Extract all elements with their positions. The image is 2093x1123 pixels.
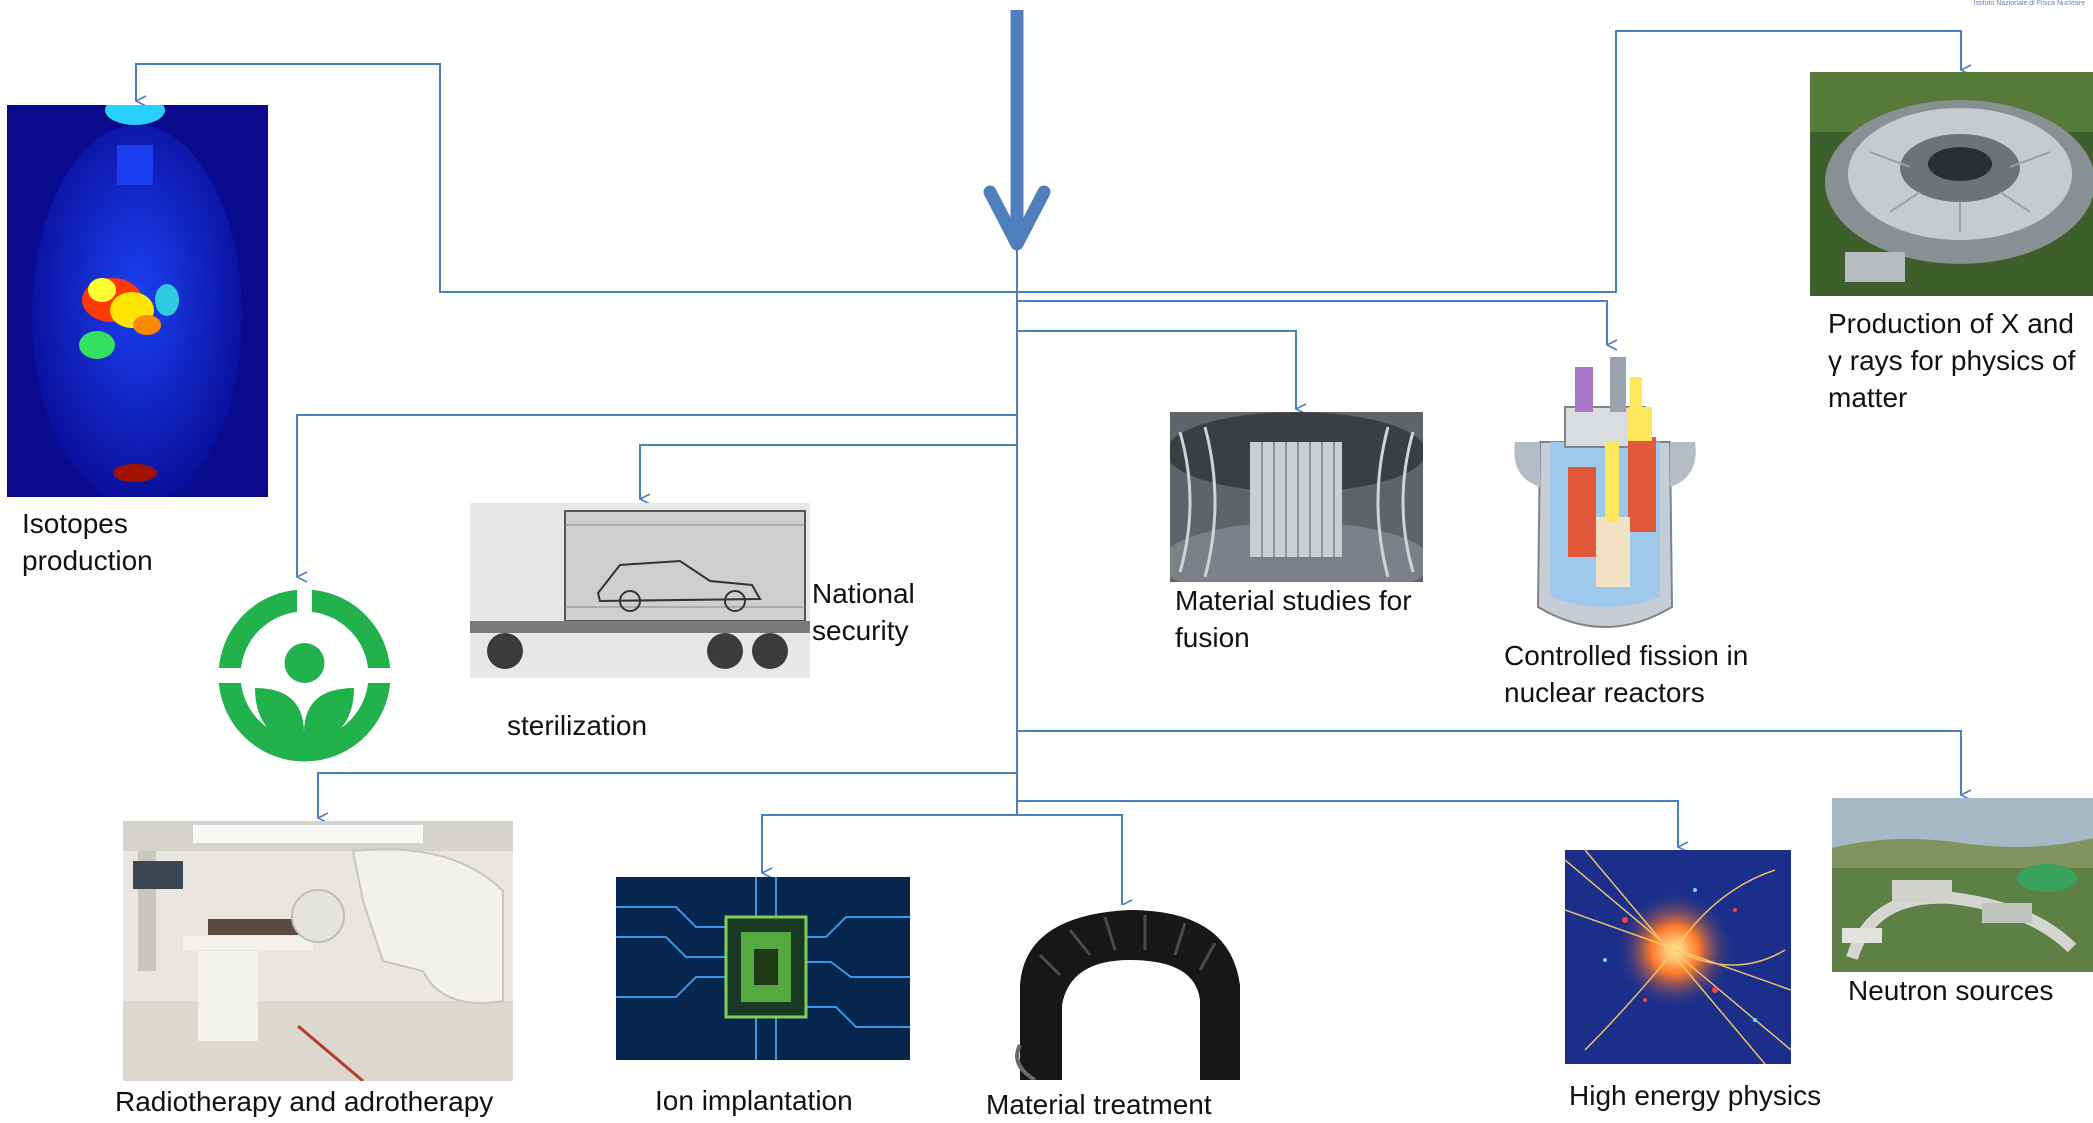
label-high-energy-physics: High energy physics <box>1569 1080 1822 1111</box>
connector-material <box>1017 814 1122 905</box>
tokamak-interior-photo <box>1170 412 1423 582</box>
institute-logo-text: Istituto Nazionale di Fisica Nucleare <box>1973 0 2085 7</box>
connector-isotopes <box>135 63 1017 293</box>
label-ion-implantation: Ion implantation <box>655 1085 853 1116</box>
label-neutron-sources: Neutron sources <box>1848 975 2054 1006</box>
cargo-xray-scan-photo <box>470 503 810 678</box>
label-xrays: Production of X and γ rays for physics o… <box>1828 308 2076 413</box>
connector-fusion <box>1017 330 1296 409</box>
connector-ion <box>761 814 1017 873</box>
connector-neutron <box>1017 730 1961 795</box>
label-fusion: Material studies for fusion <box>1175 585 1412 653</box>
particle-collision-image <box>1565 850 1791 1064</box>
synchrotron-aerial-photo <box>1810 72 2093 296</box>
radiotherapy-room-photo <box>123 821 513 1081</box>
branch-lines <box>135 30 1961 905</box>
connector-hep <box>1017 800 1678 847</box>
tyre-photo <box>1000 905 1245 1080</box>
neutron-facility-aerial-photo <box>1832 798 2093 972</box>
connector-radiotherapy <box>317 772 1017 818</box>
connector-xrays <box>1017 30 1961 293</box>
radura-icon <box>217 588 392 763</box>
connector-fission <box>1017 300 1607 345</box>
microchip-photo <box>616 877 910 1060</box>
label-radiotherapy: Radiotherapy and adrotherapy <box>115 1086 494 1117</box>
label-security: National security <box>812 578 915 646</box>
label-material-treatment: Material treatment <box>986 1089 1212 1120</box>
nuclear-reactor-cutaway-icon <box>1510 347 1700 637</box>
connector-security <box>639 444 1017 499</box>
label-fission: Controlled fission in nuclear reactors <box>1504 640 1749 708</box>
connector-sterilization <box>296 414 1017 577</box>
label-sterilization: sterilization <box>507 710 648 741</box>
pet-scan-image <box>7 105 268 497</box>
label-isotopes: Isotopes production <box>22 508 153 576</box>
main-input-arrow <box>983 10 1051 251</box>
